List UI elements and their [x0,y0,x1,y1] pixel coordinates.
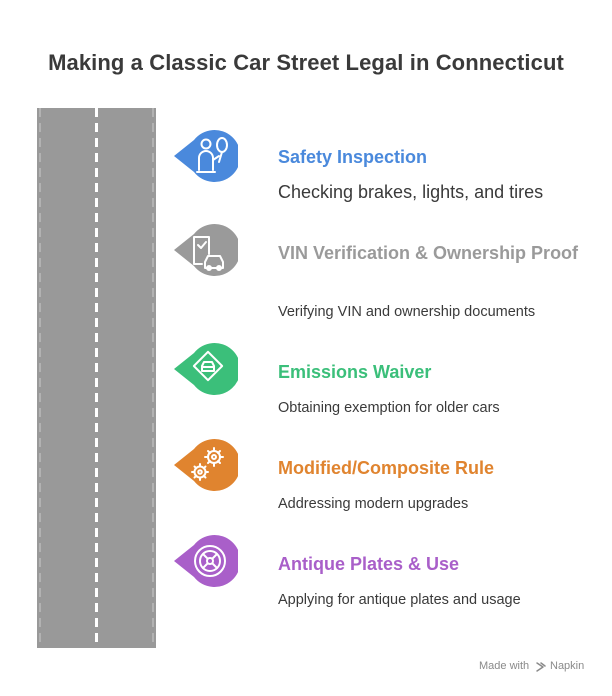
road-center-line [95,108,98,648]
step-2-title: VIN Verification & Ownership Proof [278,243,579,263]
step-3-description: Obtaining exemption for older cars [278,400,500,416]
person-balloon-icon [196,137,228,173]
step-1-marker [172,128,238,184]
footer-brand: Napkin [550,660,585,672]
napkin-logo-icon [536,662,546,672]
road-edge-right [152,108,154,648]
step-1-title: Safety Inspection [278,147,428,167]
step-4-marker [172,437,238,493]
step-2-marker [172,222,238,278]
step-4-title: Modified/Composite Rule [278,458,494,478]
step-4-description: Addressing modern upgrades [278,496,469,512]
footer-made-with: Made with [479,660,530,672]
page-title: Making a Classic Car Street Legal in Con… [48,50,564,75]
road-illustration [37,108,156,648]
step-5-description: Applying for antique plates and usage [278,592,521,608]
road-sign-car-icon [192,350,224,382]
step-3-title: Emissions Waiver [278,362,432,382]
step-5-marker [172,533,238,589]
road-edge-left [39,108,41,648]
step-2-description: Verifying VIN and ownership documents [278,304,536,320]
step-3-marker [172,341,238,397]
steering-wheel-icon [194,545,226,577]
step-5-title: Antique Plates & Use [278,554,460,574]
document-car-icon [193,236,224,271]
gears-icon [191,447,224,481]
step-1-description: Checking brakes, lights, and tires [278,182,544,202]
